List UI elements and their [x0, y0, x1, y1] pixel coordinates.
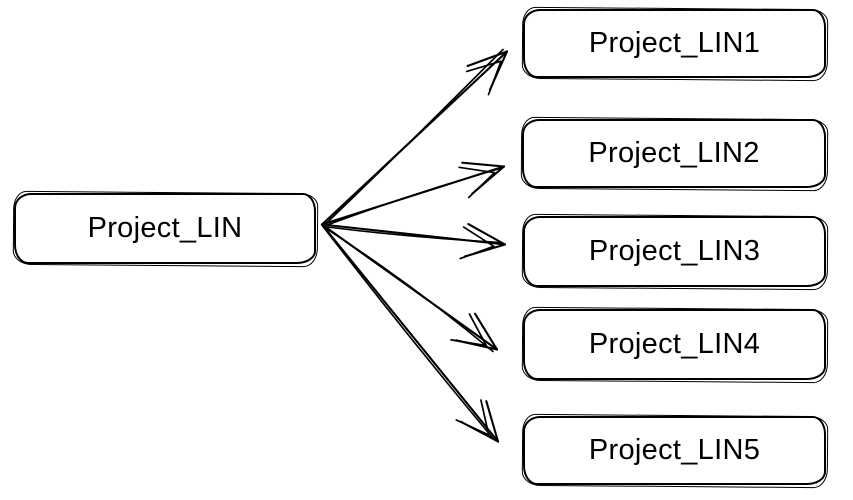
edge-stroke — [459, 245, 495, 260]
edge-Project_LIN-to-Project_LIN4 — [320, 223, 499, 353]
edge-stroke — [487, 60, 502, 96]
edge-stroke — [322, 167, 501, 228]
edge-stroke — [322, 225, 494, 353]
node-label: Project_LIN — [87, 212, 243, 244]
edge-stroke — [458, 166, 496, 174]
edge-stroke — [322, 225, 502, 244]
edge-stroke — [455, 419, 490, 436]
edge-Project_LIN-to-Project_LIN3 — [320, 222, 507, 260]
node-project-lin2: Project_LIN2 — [522, 119, 826, 188]
node-label: Project_LIN4 — [588, 328, 761, 360]
edge-stroke — [322, 225, 495, 441]
node-label: Project_LIN5 — [588, 434, 761, 466]
node-label: Project_LIN3 — [588, 235, 761, 267]
edge-stroke — [450, 339, 488, 347]
node-label: Project_LIN1 — [588, 27, 761, 59]
node-label: Project_LIN2 — [588, 137, 760, 169]
edge-stroke — [473, 312, 499, 351]
node-project-lin: Project_LIN — [14, 193, 316, 264]
edge-stroke — [480, 399, 490, 436]
edge-stroke — [462, 226, 495, 248]
node-project-lin4: Project_LIN4 — [523, 309, 826, 380]
edge-Project_LIN-to-Project_LIN2 — [320, 161, 506, 228]
edge-stroke — [466, 50, 509, 68]
edge-Project_LIN-to-Project_LIN5 — [320, 223, 500, 443]
edge-stroke — [485, 400, 500, 443]
edge-stroke — [467, 222, 507, 246]
edge-stroke — [322, 48, 504, 228]
edge-stroke — [467, 171, 496, 199]
node-project-lin1: Project_LIN1 — [523, 9, 826, 78]
edge-stroke — [468, 313, 488, 347]
edge-Project_LIN-to-Project_LIN1 — [320, 48, 509, 228]
edge-stroke — [461, 161, 506, 168]
node-project-lin3: Project_LIN3 — [523, 216, 826, 287]
node-project-lin5: Project_LIN5 — [523, 416, 826, 485]
edge-stroke — [465, 60, 502, 73]
edge-stroke — [320, 223, 500, 443]
